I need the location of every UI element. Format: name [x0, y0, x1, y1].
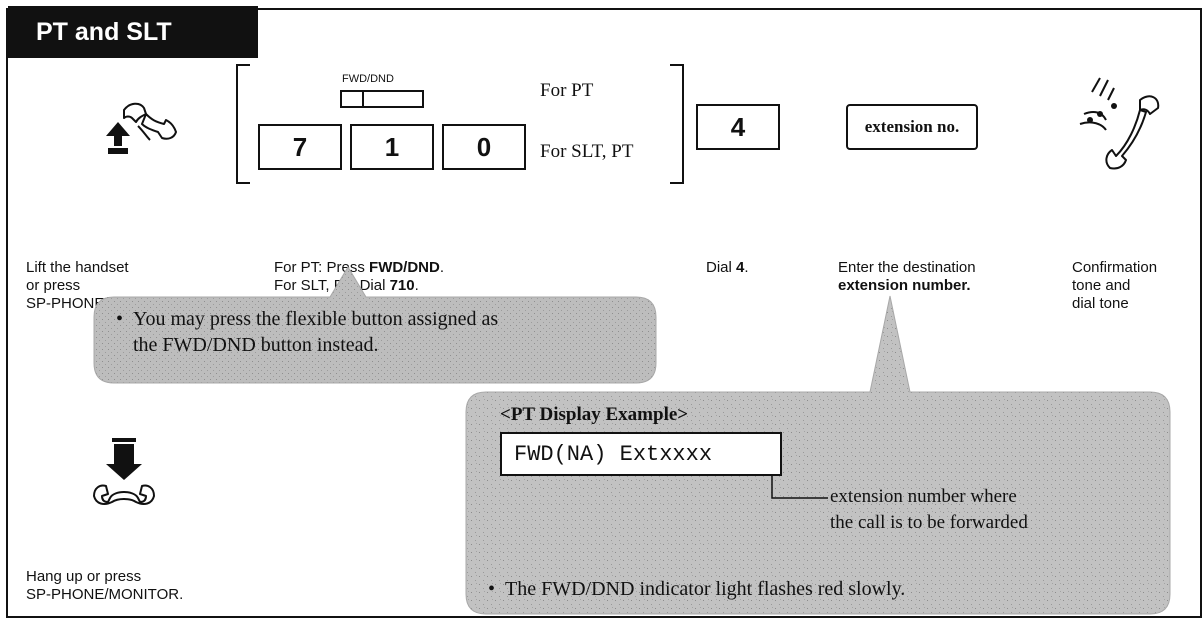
- fwd-dnd-key-label: FWD/DND: [342, 73, 394, 85]
- confirmation-caption: Confirmation tone and dial tone: [1072, 259, 1197, 313]
- dial-key-1: 1: [350, 124, 434, 170]
- hangup-caption: Hang up or press SP-PHONE/MONITOR.: [26, 568, 266, 604]
- note-bubble-text: • You may press the flexible button assi…: [116, 306, 646, 358]
- section-title-text: PT and SLT: [36, 17, 172, 46]
- extension-no-box: extension no.: [846, 104, 978, 150]
- extension-caption: Enter the destination extension number.: [838, 259, 1038, 295]
- section-title: PT and SLT: [8, 6, 258, 58]
- for-slt-pt-label: For SLT, PT: [540, 141, 634, 162]
- hangup-caption-line1: Hang up or press: [26, 568, 142, 585]
- handset-lift-icon: [106, 102, 177, 154]
- annotation-leader-line: [771, 476, 828, 499]
- dial-key-0: 0: [442, 124, 526, 170]
- display-bubble: [465, 295, 1171, 615]
- display-bubble-note: • The FWD/DND indicator light flashes re…: [488, 578, 906, 600]
- dial-key-4: 4: [696, 104, 780, 150]
- display-annotation-line2: the call is to be forwarded: [830, 512, 1028, 533]
- ringing-handset-icon: [1079, 77, 1160, 170]
- note-bubble-line2: the FWD/DND button instead.: [133, 334, 379, 356]
- confirmation-caption-line3: dial tone: [1072, 295, 1129, 312]
- note-bubble-line1: • You may press the flexible button assi…: [116, 308, 499, 330]
- hangup-caption-line2: SP-PHONE/MONITOR.: [26, 586, 184, 603]
- display-bubble-title: <PT Display Example>: [500, 404, 689, 425]
- handset-hangup-icon: [93, 438, 155, 505]
- fwd-dnd-key: [340, 90, 424, 108]
- right-bracket: [670, 64, 684, 184]
- left-bracket: [236, 64, 250, 184]
- lift-caption-line1: Lift the handset: [26, 259, 129, 276]
- fwd-dnd-key-lamp: [362, 92, 364, 106]
- dial-key-7: 7: [258, 124, 342, 170]
- extension-no-label: extension no.: [864, 117, 960, 136]
- display-annotation-line1: extension number where: [830, 486, 1017, 507]
- display-annotation: extension number where the call is to be…: [830, 484, 1028, 536]
- confirmation-caption-line2: tone and: [1072, 277, 1131, 294]
- page-frame: [6, 8, 1202, 618]
- dial-caption: Dial 4.: [706, 259, 749, 276]
- extension-caption-line1: Enter the destination: [838, 259, 976, 276]
- extension-caption-line2: extension number.: [838, 277, 971, 294]
- note-bubble: [93, 266, 657, 384]
- for-pt-label: For PT: [540, 80, 594, 101]
- confirmation-caption-line1: Confirmation: [1072, 259, 1158, 276]
- pt-display-screen: FWD(NA) Extxxxx: [500, 432, 782, 476]
- pt-display-text: FWD(NA) Extxxxx: [514, 441, 713, 467]
- feature-code-caption-line1: For PT: Press FWD/DND.: [274, 259, 445, 276]
- lift-caption-line2: or press: [26, 277, 81, 294]
